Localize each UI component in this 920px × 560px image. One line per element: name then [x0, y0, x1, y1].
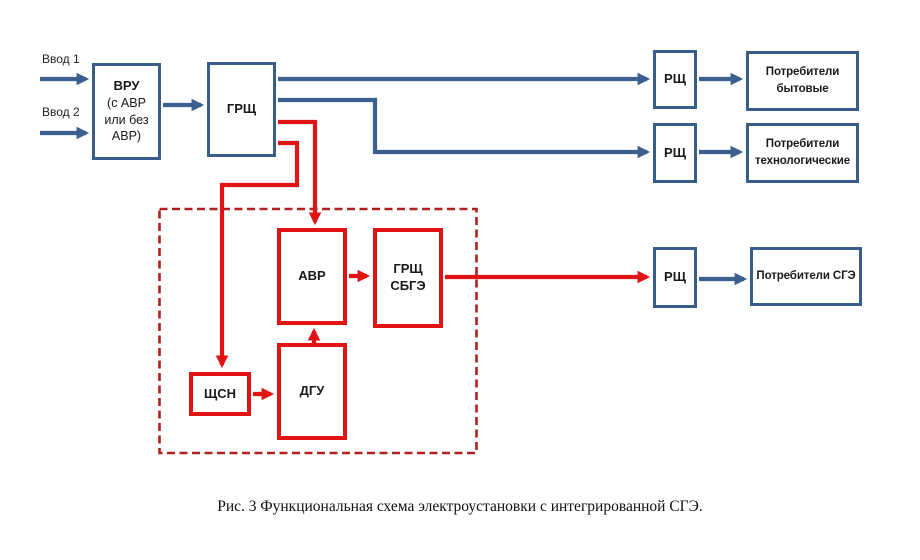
shchsn-box: ЩСН — [189, 372, 251, 416]
vru-box-title: ВРУ — [113, 78, 140, 94]
input1-label: Ввод 1 — [42, 52, 80, 66]
avr-box: АВР — [277, 228, 347, 325]
shchsn-box-label: ЩСН — [203, 385, 237, 401]
vru-box: ВРУ (с АВР или без АВР) — [92, 63, 161, 160]
avr-box-label: АВР — [298, 268, 326, 284]
rshch3-box-label: РЩ — [664, 269, 686, 285]
arrow-grshch-to-rshch2 — [278, 97, 651, 159]
rshch2-box: РЩ — [653, 123, 697, 183]
arrow-grshch-to-avr — [278, 119, 322, 226]
dgu-box-label: ДГУ — [299, 383, 325, 399]
consumers-household-label: Потребители бытовые — [765, 66, 840, 95]
input2-label: Ввод 2 — [42, 105, 80, 119]
consumers-tech-box: Потребители технологические — [746, 123, 859, 183]
consumers-household-box: Потребители бытовые — [746, 51, 859, 111]
arrow-grshch-to-shchsn — [215, 140, 300, 369]
rshch3-box: РЩ — [653, 247, 697, 308]
vru-box-subtitle: (с АВР или без АВР) — [104, 96, 149, 144]
rshch2-box-label: РЩ — [664, 144, 686, 160]
consumers-tech-label: Потребители технологические — [754, 138, 851, 167]
grshch-sbge-box: ГРЩ СБГЭ — [373, 228, 443, 328]
grshch-box-label: ГРЩ — [226, 101, 257, 117]
dgu-box: ДГУ — [277, 343, 347, 440]
figure-caption: Рис. 3 Функциональная схема электроустан… — [217, 498, 703, 515]
grshch-sbge-box-label: ГРЩ СБГЭ — [390, 261, 426, 293]
grshch-box: ГРЩ — [207, 62, 276, 157]
rshch1-box: РЩ — [653, 50, 697, 109]
consumers-sge-box: Потребители СГЭ — [750, 247, 862, 306]
consumers-sge-label: Потребители СГЭ — [756, 270, 856, 283]
sge-dashed-boundary — [158, 207, 478, 455]
rshch1-box-label: РЩ — [664, 71, 686, 87]
